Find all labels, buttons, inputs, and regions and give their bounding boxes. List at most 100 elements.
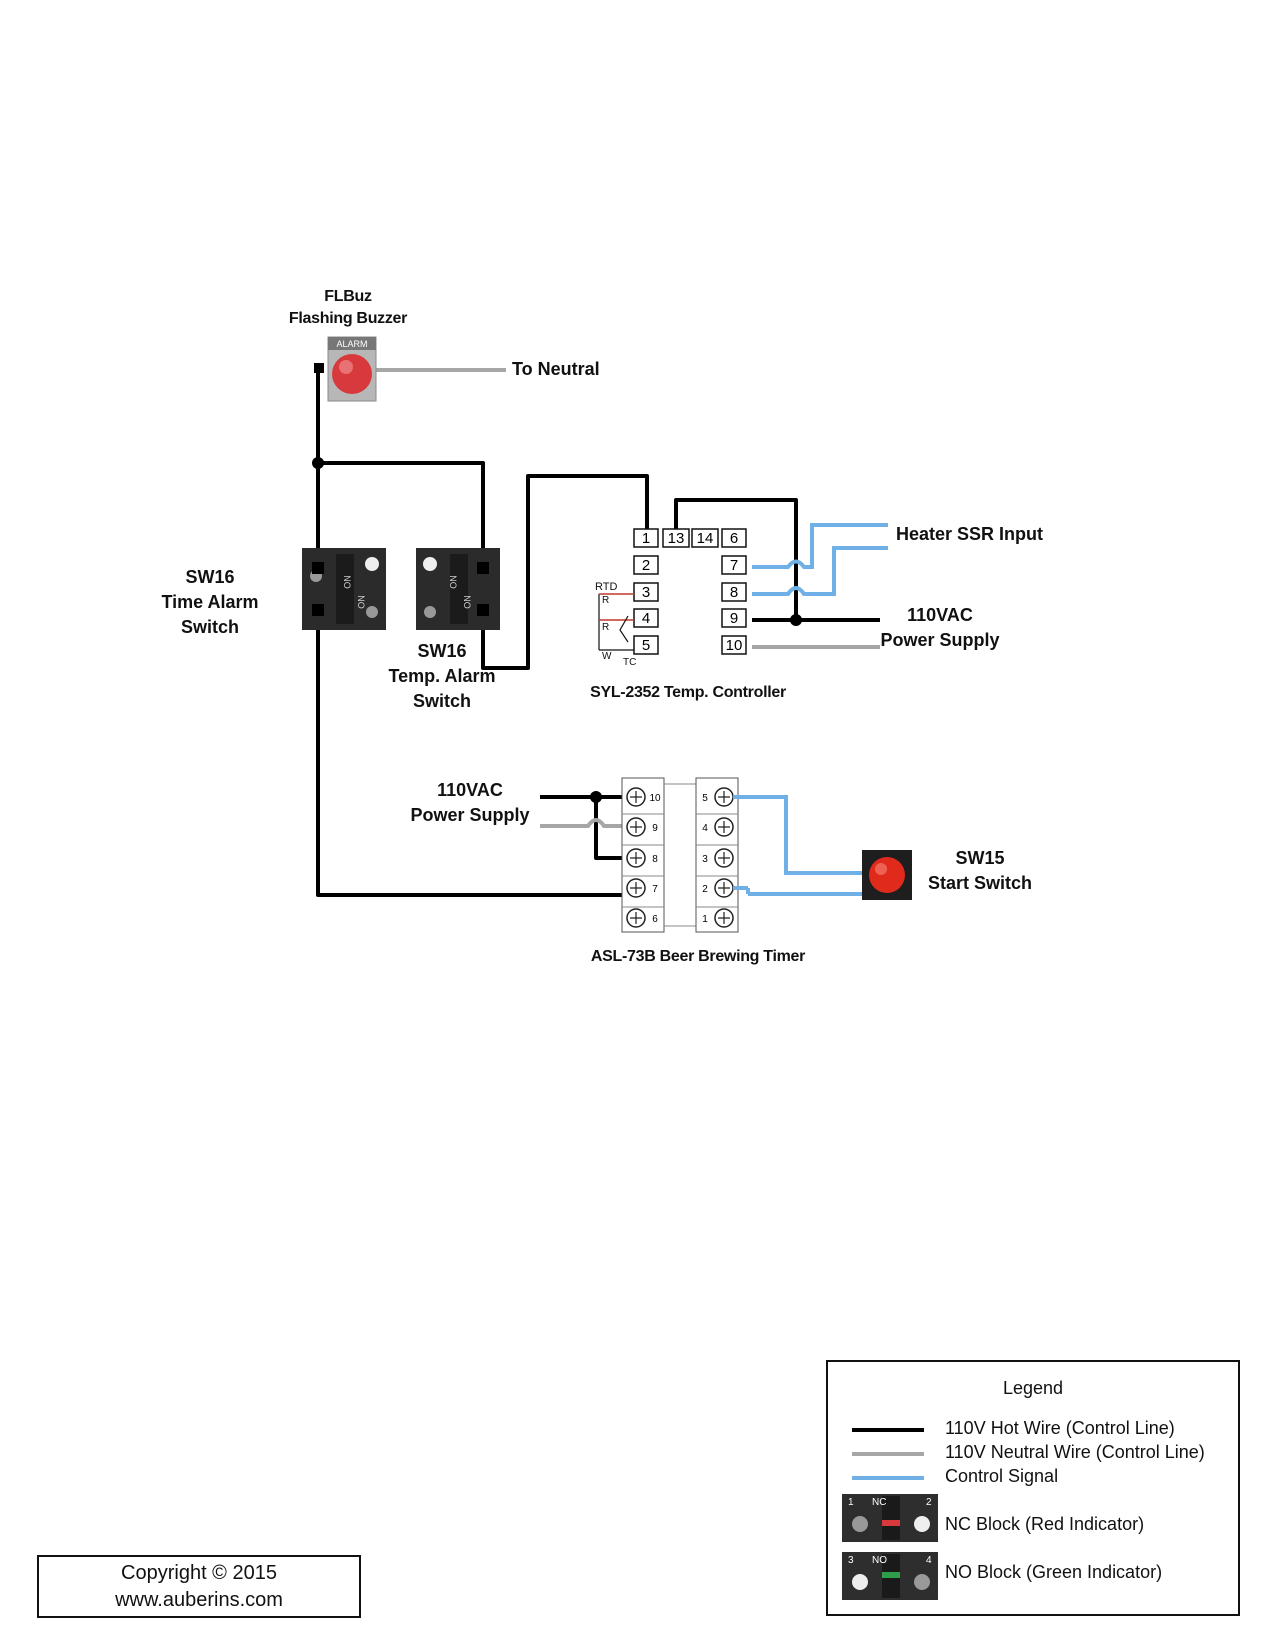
terminal-14: 14 — [691, 528, 719, 548]
buzzer-name: Flashing Buzzer — [288, 310, 408, 327]
terminal-4: 4 — [633, 608, 659, 628]
timer-power-line2: Power Supply — [410, 805, 530, 825]
buzzer-terminal — [314, 363, 324, 373]
signal-wires — [748, 523, 888, 896]
buzzer-label: FLBuz Flashing Buzzer — [288, 286, 408, 330]
terminal-6-label: 6 — [730, 530, 738, 547]
ssr-label: Heater SSR Input — [896, 524, 1044, 544]
terminal-6: 6 — [721, 528, 747, 548]
timer-terminal-8-label: 8 — [652, 854, 658, 865]
temp-alarm-switch: NO NO — [416, 548, 500, 630]
legend-signal-swatch — [852, 1476, 924, 1480]
legend-title: Legend — [1002, 1378, 1064, 1398]
timer-power-line1: 110VAC — [437, 780, 503, 800]
start-switch-line1: Start Switch — [927, 873, 1033, 893]
terminal-2: 2 — [633, 555, 659, 575]
no-block-icon: 3 NO 4 — [842, 1552, 938, 1600]
sensor-rtd-label: RTD — [595, 581, 617, 593]
sensor-r1-label: R — [602, 595, 609, 606]
temp-switch-label: SW16 Temp. Alarm Switch — [382, 639, 502, 714]
wire-temp-switch-to-controller — [481, 474, 649, 670]
start-switch-label: SW15 Start Switch — [915, 846, 1045, 896]
timer-terminal-6-label: 6 — [652, 914, 658, 925]
svg-text:NO: NO — [462, 595, 472, 609]
nc-tag: NC — [872, 1497, 886, 1508]
no-number-3: 3 — [848, 1555, 854, 1566]
sensor-tc-label: TC — [623, 657, 636, 668]
controller-label: SYL-2352 Temp. Controller — [590, 684, 786, 701]
no-number-4: 4 — [926, 1555, 932, 1566]
terminal-7: 7 — [721, 555, 747, 575]
svg-text:NO: NO — [342, 575, 352, 589]
timer-terminal-2-label: 2 — [702, 884, 708, 895]
legend-box: Legend 110V Hot Wire (Control Line) 110V… — [826, 1360, 1240, 1616]
legend-no-label: NO Block (Green Indicator) — [945, 1562, 1163, 1582]
terminal-10-label: 10 — [726, 637, 743, 654]
terminal-3: 3 — [633, 582, 659, 602]
time-switch-code: SW16 — [185, 567, 235, 587]
sensor-w-label: W — [602, 651, 612, 662]
controller-power-label: 110VAC Power Supply — [870, 603, 1010, 653]
controller-power-line1: 110VAC — [907, 605, 973, 625]
legend-nc-label: NC Block (Red Indicator) — [945, 1514, 1145, 1534]
timer-terminal-1-label: 1 — [702, 914, 708, 925]
junction-buzzer — [312, 457, 324, 469]
start-switch — [862, 850, 912, 900]
flashing-buzzer: ALARM — [327, 336, 377, 402]
time-switch-line2: Switch — [180, 617, 239, 637]
nc-number-1: 1 — [848, 1497, 854, 1508]
timer-terminal-7-label: 7 — [652, 884, 658, 895]
terminal-9-label: 9 — [730, 610, 738, 627]
timer-terminal-9-label: 9 — [652, 823, 658, 834]
wire-ssr-top — [752, 523, 888, 569]
wire-timer-5-to-start — [748, 795, 876, 875]
terminal-9: 9 — [721, 608, 747, 628]
terminal-2-label: 2 — [642, 557, 650, 574]
legend-hot-swatch — [852, 1428, 924, 1432]
legend-neutral-swatch — [852, 1452, 924, 1456]
copyright-link[interactable]: www.auberins.com — [115, 1589, 283, 1611]
terminal-8: 8 — [721, 582, 747, 602]
time-switch-label: SW16 Time Alarm Switch — [150, 565, 270, 640]
timer-terminal-10-label: 10 — [649, 793, 661, 804]
timer-label: ASL-73B Beer Brewing Timer — [590, 948, 806, 965]
temp-switch-line1: Temp. Alarm — [388, 666, 496, 686]
buzzer-code: FLBuz — [324, 288, 372, 305]
terminal-4-label: 4 — [642, 610, 650, 627]
neutral-wires — [372, 368, 880, 828]
buzzer-badge: ALARM — [336, 339, 367, 349]
timer-left-block: 10 9 8 7 6 — [621, 777, 665, 933]
wire-timer-power-neutral — [540, 818, 632, 828]
terminal-14-label: 14 — [697, 530, 714, 547]
terminal-13-label: 13 — [668, 530, 685, 547]
junction-terminal9 — [790, 614, 802, 626]
timer-terminal-3-label: 3 — [702, 854, 708, 865]
terminal-8-label: 8 — [730, 584, 738, 601]
legend-signal-label: Control Signal — [945, 1466, 1059, 1486]
junction-timer — [590, 791, 602, 803]
nc-number-2: 2 — [926, 1497, 932, 1508]
copyright-box: Copyright © 2015 www.auberins.com — [37, 1555, 361, 1618]
temp-switch-line2: Switch — [412, 691, 471, 711]
wire-timer-jumper — [594, 797, 632, 860]
legend-hot-label: 110V Hot Wire (Control Line) — [945, 1418, 1175, 1438]
sensor-r2-label: R — [602, 622, 609, 633]
terminal-10: 10 — [721, 635, 747, 655]
temp-switch-code: SW16 — [417, 641, 467, 661]
start-switch-code: SW15 — [955, 848, 1005, 868]
wire-ssr-bottom — [752, 546, 888, 596]
time-switch-line1: Time Alarm — [161, 592, 259, 612]
terminal-1: 1 — [633, 528, 659, 548]
svg-text:NO: NO — [356, 595, 366, 609]
terminal-3-label: 3 — [642, 584, 650, 601]
sensor-symbol: RTD R R W TC — [595, 581, 636, 668]
terminal-1-label: 1 — [642, 530, 650, 547]
terminal-7-label: 7 — [730, 557, 738, 574]
svg-text:NO: NO — [448, 575, 458, 589]
timer-terminal-4-label: 4 — [702, 823, 708, 834]
hot-wires — [316, 367, 880, 897]
neutral-label: To Neutral — [512, 359, 600, 379]
legend-neutral-label: 110V Neutral Wire (Control Line) — [945, 1442, 1205, 1462]
controller-power-line2: Power Supply — [880, 630, 1000, 650]
